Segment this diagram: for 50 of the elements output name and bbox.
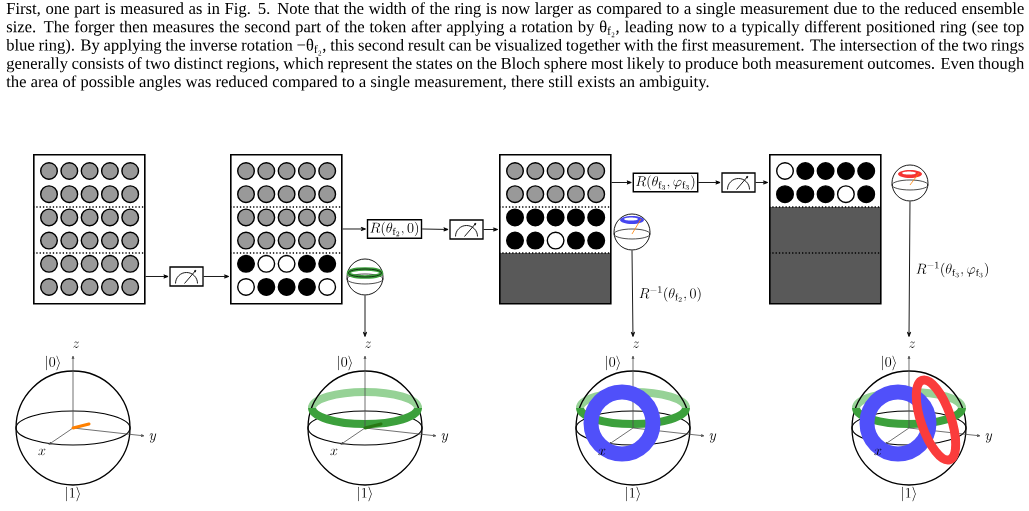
arrow — [755, 180, 769, 185]
paragraph: First, one part is measured as in Fig. 5. Note that the width of the ring is now larger as compared to a single measurement due to the reduced ensemble size. The forger then measures the second part of the token after applying a rotation by θ$_{f₂}$, leading now to a typically different positioned ring (see top blue ring). By applying the inverse rotation −θ$_{f₂}$, this second result can be visualized together with the first measurement. The intersection of the two rings generally consists of two distinct regions, which represent the states on the Bloch sphere most likely to produce both measurement outcomes. Even though the area of possible angles was reduced compared to a single measurement, there still exists an ambiguity. — [6, 2, 1025, 91]
axis-label: $z$ — [365, 341, 372, 348]
edge-label: $R^{-1}(\theta_{\mathrm{f}_3},\varphi_{\mathrm{f}_3})$ — [914, 260, 991, 279]
state-label: $|0\rangle$ — [338, 355, 352, 371]
arrow — [203, 274, 230, 279]
bloch-sphere-drawing — [851, 355, 981, 486]
state-label: $|1\rangle$ — [626, 486, 640, 502]
state-label: $|0\rangle$ — [46, 355, 60, 371]
state-label: $|1\rangle$ — [358, 486, 372, 502]
token-drawing — [229, 154, 343, 305]
token-drawing — [768, 154, 882, 305]
state-label: $|0\rangle$ — [606, 355, 620, 371]
axis-label: $y$ — [709, 433, 717, 443]
axis-label: $y$ — [985, 433, 993, 443]
arrow — [483, 227, 499, 232]
arrow — [342, 226, 366, 232]
edge-label: $R^{-1}(\theta_{\mathrm{f}_2},0)$ — [637, 285, 703, 303]
token-drawing — [498, 154, 612, 305]
axis-label: $z$ — [909, 341, 915, 348]
axis-label: $y$ — [441, 433, 449, 443]
axis-label: $x$ — [598, 448, 606, 456]
arrow — [611, 180, 632, 185]
small-sphere-drawing — [346, 258, 384, 296]
axis-label: $z$ — [633, 341, 640, 348]
arrow — [906, 201, 912, 337]
axis-label: $z$ — [73, 341, 80, 348]
arrow — [421, 227, 449, 232]
bloch-sphere-drawing — [575, 355, 705, 486]
state-label: $|0\rangle$ — [882, 355, 896, 371]
arrow — [697, 180, 721, 185]
arrow — [630, 250, 635, 337]
axis-label: $y$ — [149, 433, 157, 443]
small-sphere-drawing — [891, 164, 929, 202]
state-label: $|1\rangle$ — [902, 486, 916, 502]
axis-label: $x$ — [874, 448, 882, 456]
bloch-sphere-drawing — [15, 355, 145, 486]
rotation-box: $R(\theta_{\mathrm{f}_3},\varphi_{\mathrm{f}_3})$ — [632, 172, 699, 193]
meter-box — [721, 172, 756, 193]
token-drawing — [32, 154, 146, 305]
axis-label: $x$ — [330, 448, 338, 456]
arrow — [362, 295, 368, 337]
small-sphere-drawing — [613, 213, 651, 251]
arrow — [145, 274, 169, 279]
rotation-box: $R(\theta_{\mathrm{f}_2},0)$ — [366, 219, 423, 239]
bloch-sphere-drawing — [307, 355, 437, 486]
axis-label: $x$ — [38, 448, 46, 456]
meter-box — [449, 219, 484, 240]
meter-box — [169, 266, 204, 287]
state-label: $|1\rangle$ — [66, 486, 80, 502]
